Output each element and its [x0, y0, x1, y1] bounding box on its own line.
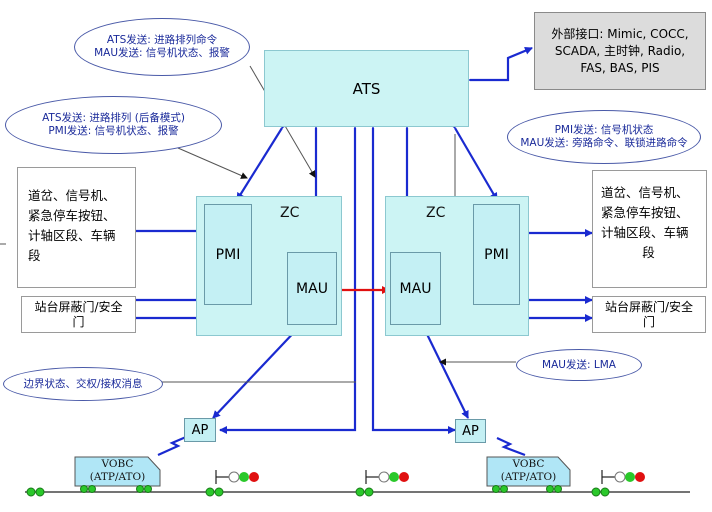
- field-left-line: 紧急停车按钮、: [28, 208, 116, 223]
- mau-left-box: MAU: [287, 252, 337, 325]
- field-left-line: 道岔、信号机、: [28, 188, 116, 203]
- zc-right-label: ZC: [426, 205, 446, 221]
- signal-icon: [601, 470, 645, 484]
- pmi-right-box: PMI: [473, 204, 520, 305]
- callout-line: PMI发送: 信号机状态: [554, 124, 654, 136]
- callout-pmi-mau-status: PMI发送: 信号机状态 MAU发送: 旁路命令、联锁进路命令: [507, 110, 701, 164]
- external-line: FAS, BAS, PIS: [580, 60, 660, 75]
- zc-left-label: ZC: [280, 205, 300, 221]
- field-equipment-right-box: 道岔、信号机、 紧急停车按钮、 计轴区段、车辆 段: [592, 170, 707, 288]
- ap-left-box: AP: [184, 418, 216, 442]
- mau-left-label: MAU: [296, 280, 328, 297]
- callout-line: ATS发送: 进路排列命令: [106, 34, 218, 46]
- vobc-right-line: VOBC: [512, 458, 545, 470]
- vobc-left-line: (ATP/ATO): [89, 471, 146, 483]
- callout-backup-mode: ATS发送: 进路排列 (后备模式) PMI发送: 信号机状态、报警: [5, 96, 222, 154]
- callout-line: MAU发送: 信号机状态、报警: [94, 47, 230, 59]
- vobc-left-label: VOBC (ATP/ATO): [75, 458, 160, 484]
- callout-line: MAU发送: 旁路命令、联锁进路命令: [520, 137, 688, 149]
- psd-right-line: 站台屏蔽门/安全: [604, 299, 694, 314]
- mau-right-label: MAU: [399, 280, 432, 297]
- callout-line: ATS发送: 进路排列 (后备模式): [42, 112, 185, 124]
- signal-icon: [365, 470, 409, 484]
- field-left-line: 段: [28, 248, 41, 263]
- ats-box: ATS: [264, 50, 469, 127]
- vobc-right-line: (ATP/ATO): [500, 471, 557, 483]
- pmi-right-label: PMI: [484, 246, 509, 263]
- field-equipment-left-box: 道岔、信号机、 紧急停车按钮、 计轴区段、车辆 段: [17, 167, 136, 288]
- field-right-line: 道岔、信号机、: [601, 185, 689, 200]
- ap-right-label: AP: [462, 423, 479, 439]
- vobc-left-line: VOBC: [101, 458, 134, 470]
- psd-left-line: 站台屏蔽门/安全: [34, 299, 123, 314]
- psd-right-box: 站台屏蔽门/安全 门: [592, 296, 706, 333]
- field-right-line: 计轴区段、车辆: [601, 225, 689, 240]
- pmi-left-label: PMI: [215, 246, 241, 263]
- psd-right-line: 门: [642, 314, 655, 329]
- ap-right-box: AP: [455, 419, 486, 443]
- psd-left-box: 站台屏蔽门/安全 门: [21, 296, 136, 333]
- field-right-line: 段: [642, 245, 655, 260]
- callout-line: PMI发送: 信号机状态、报警: [48, 125, 179, 137]
- train-icon: [74, 456, 161, 493]
- field-left-line: 计轴区段、车辆: [28, 228, 116, 243]
- vobc-right-label: VOBC (ATP/ATO): [487, 458, 570, 484]
- external-line: 外部接口: Mimic, COCC,: [551, 26, 689, 41]
- callout-ats-route-command: ATS发送: 进路排列命令 MAU发送: 信号机状态、报警: [74, 18, 250, 76]
- external-interfaces-box: 外部接口: Mimic, COCC, SCADA, 主时钟, Radio, FA…: [534, 12, 706, 90]
- psd-left-line: 门: [72, 314, 85, 329]
- mau-right-box: MAU: [390, 252, 441, 325]
- train-icon: [486, 456, 571, 493]
- signal-icon: [215, 470, 259, 484]
- callout-line: MAU发送: LMA: [542, 358, 616, 371]
- pmi-left-box: PMI: [204, 204, 252, 305]
- ats-label: ATS: [352, 79, 381, 98]
- callout-mau-lma: MAU发送: LMA: [516, 349, 642, 381]
- callout-boundary-handover: 边界状态、交权/接权消息: [3, 367, 163, 401]
- field-right-line: 紧急停车按钮、: [601, 205, 689, 220]
- external-line: SCADA, 主时钟, Radio,: [554, 43, 686, 58]
- ap-left-label: AP: [191, 422, 209, 438]
- callout-line: 边界状态、交权/接权消息: [23, 377, 143, 390]
